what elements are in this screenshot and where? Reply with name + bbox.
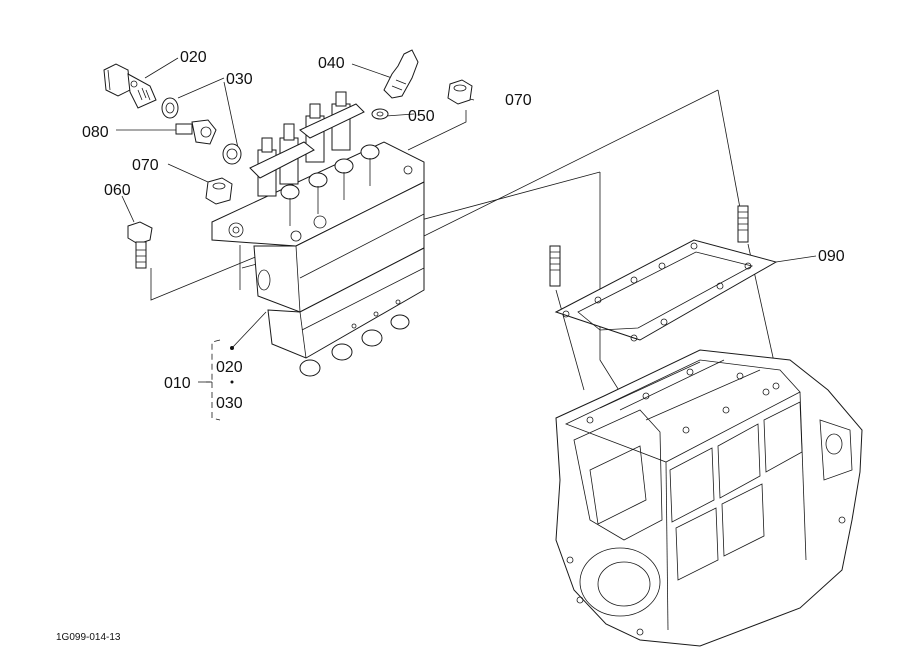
injection-pump-010 xyxy=(211,91,425,377)
banjo-bolt-020 xyxy=(103,63,157,109)
label-070-right: 070 xyxy=(505,92,532,109)
label-080: 080 xyxy=(82,124,109,141)
label-030: 030 xyxy=(226,71,253,88)
nut-070-right xyxy=(447,79,473,105)
engine-block xyxy=(555,349,863,647)
label-020-assembly: 020 xyxy=(216,359,243,376)
label-060: 060 xyxy=(104,182,131,199)
washer-030-upper xyxy=(161,97,179,119)
assembly-bracket xyxy=(198,339,234,421)
washer-030-lower xyxy=(222,143,242,165)
label-040: 040 xyxy=(318,55,345,72)
drawing-code: 1G099-014-13 xyxy=(56,632,121,643)
stud-left xyxy=(549,245,561,287)
callout-labels: 020 030 040 050 070 080 070 060 090 010 … xyxy=(82,49,845,412)
nut-070-left xyxy=(205,177,233,205)
label-030-assembly: 030 xyxy=(216,395,243,412)
gasket-090 xyxy=(554,239,778,342)
label-050: 050 xyxy=(408,108,435,125)
label-090: 090 xyxy=(818,248,845,265)
connector-040 xyxy=(383,49,419,99)
bolt-060 xyxy=(127,221,153,269)
label-010: 010 xyxy=(164,375,191,392)
washer-050 xyxy=(371,108,389,120)
label-020: 020 xyxy=(180,49,207,66)
label-070-left: 070 xyxy=(132,157,159,174)
fitting-080 xyxy=(175,119,217,145)
stud-right xyxy=(737,205,749,243)
